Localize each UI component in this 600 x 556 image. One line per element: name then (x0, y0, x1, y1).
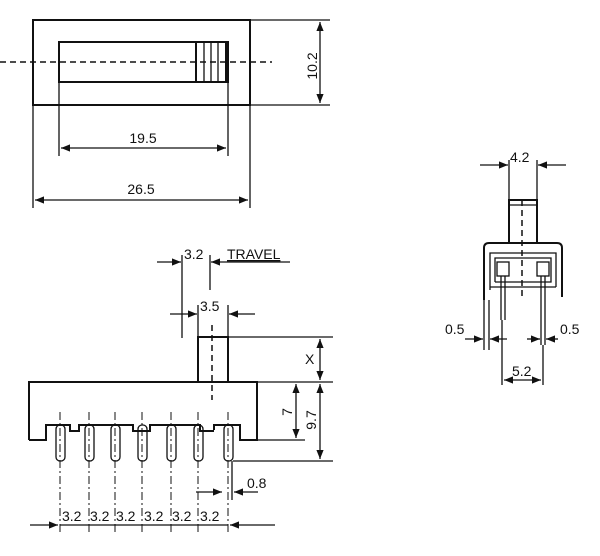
travel-label: TRAVEL (227, 246, 281, 262)
pin-centerlines (59, 412, 229, 535)
left-pin-width-label: 0.5 (445, 321, 465, 337)
contact (496, 261, 510, 277)
actuator-height-label: X (305, 351, 315, 367)
travel-value: 3.2 (184, 246, 204, 262)
side-actuator-width-label: 4.2 (510, 149, 530, 165)
pitch-label: 3.2 (172, 508, 192, 524)
top-view: 10.2 19.5 26.5 (0, 19, 330, 208)
pitch-label: 3.2 (90, 508, 110, 524)
inner-length-label: 19.5 (129, 130, 156, 146)
slot-outline (58, 41, 229, 83)
actuator-width-label: 3.5 (200, 298, 220, 314)
contact-carrier (494, 257, 552, 283)
actuator (197, 336, 229, 383)
right-pin-width-label: 0.5 (560, 321, 580, 337)
body-height-label: 7 (279, 408, 295, 416)
pitch-label: 3.2 (144, 508, 164, 524)
body-outline (28, 381, 258, 441)
outer-length-label: 26.5 (127, 181, 154, 197)
contact (536, 261, 550, 277)
side-body-outline (483, 242, 563, 300)
side-view: 4.2 0.5 0.5 5.2 (445, 149, 580, 385)
pitch-label: 3.2 (62, 508, 82, 524)
pitch-label: 3.2 (200, 508, 220, 524)
pin-width-label: 0.8 (247, 475, 267, 491)
pin-spacing-label: 5.2 (512, 363, 532, 379)
front-view: 3.2 TRAVEL 3.5 X 7 9.7 0.8 3.2 3.2 3.2 3… (28, 246, 333, 535)
total-height-label: 9.7 (303, 410, 319, 430)
pitch-label: 3.2 (116, 508, 136, 524)
side-actuator (508, 199, 538, 244)
height-label: 10.2 (304, 52, 320, 79)
